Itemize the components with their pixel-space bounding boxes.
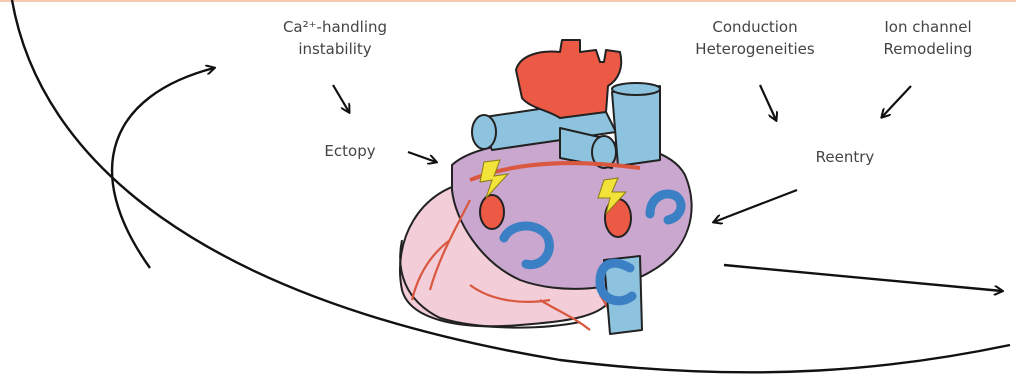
ca-handling-line-1: Ca²⁺-handling — [260, 16, 410, 38]
ion-channel-line-2: Remodeling — [858, 38, 998, 60]
ectopy-label: Ectopy — [300, 140, 400, 162]
conduction-line-1: Conduction — [680, 16, 830, 38]
superior-vena-cava — [612, 86, 660, 166]
feedback-arrow-curve — [112, 68, 214, 268]
ca-to-ectopy-arrow — [333, 85, 349, 112]
ca-handling-line-2: instability — [260, 38, 410, 60]
reentry-label: Reentry — [790, 146, 900, 168]
heart-illustration — [400, 40, 692, 334]
conduction-to-reentry-arrow — [760, 85, 776, 120]
vessel-opening-left — [480, 195, 504, 229]
reentry-to-heart-arrow — [714, 190, 797, 222]
ectopy-to-heart-arrow — [408, 152, 436, 162]
output-arrow — [724, 265, 1002, 291]
conduction-line-2: Heterogeneities — [680, 38, 830, 60]
reentry-text: Reentry — [790, 146, 900, 168]
ectopy-text: Ectopy — [300, 140, 400, 162]
ion-channel-line-1: Ion channel — [858, 16, 998, 38]
ionchannel-to-reentry-arrow — [882, 86, 911, 117]
ion-channel-label: Ion channel Remodeling — [858, 16, 998, 60]
conduction-label: Conduction Heterogeneities — [680, 16, 830, 60]
ca-handling-label: Ca²⁺-handling instability — [260, 16, 410, 60]
aorta — [516, 40, 621, 118]
